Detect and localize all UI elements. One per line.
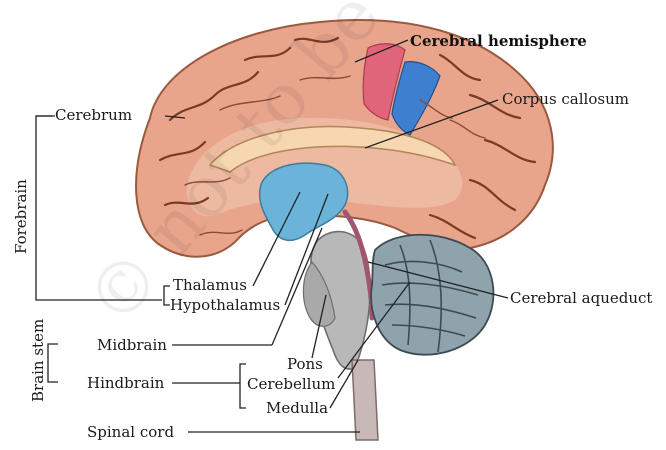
label-hindbrain: Hindbrain xyxy=(87,374,165,392)
hindbrain-brace xyxy=(239,363,246,409)
label-spinal-cord: Spinal cord xyxy=(87,423,174,441)
label-cerebrum: Cerebrum xyxy=(55,106,132,124)
cerebral-aqueduct-line xyxy=(367,261,509,299)
gyri-lines xyxy=(158,36,537,240)
cerebellum-line xyxy=(337,281,411,379)
label-cerebellum: Cerebellum xyxy=(247,375,335,393)
label-midbrain: Midbrain xyxy=(97,336,167,354)
brain-stem-bracket xyxy=(47,343,58,383)
ventricle-shape xyxy=(258,162,349,242)
corpus-callosum-line xyxy=(364,99,499,149)
cerebrum-line xyxy=(164,115,186,119)
label-forebrain: Forebrain xyxy=(12,179,30,254)
spinal-cord-shape xyxy=(351,359,379,441)
label-hypothalamus: Hypothalamus xyxy=(170,296,280,314)
label-corpus-callosum: Corpus callosum xyxy=(502,90,629,108)
thalamus-brace xyxy=(163,285,170,306)
label-pons: Pons xyxy=(287,355,323,373)
label-cerebral-hemisphere: Cerebral hemisphere xyxy=(410,32,587,50)
label-thalamus: Thalamus xyxy=(173,276,247,294)
hypothalamus-line xyxy=(284,193,329,306)
label-brain-stem: Brain stem xyxy=(29,319,47,402)
pons-bulge xyxy=(302,261,336,327)
thalamus-line xyxy=(252,191,301,287)
label-medulla: Medulla xyxy=(266,399,328,417)
hemisphere-highlight-blue xyxy=(391,61,441,136)
cerebral-hemisphere-line xyxy=(354,39,409,63)
label-cerebral-aqueduct: Cerebral aqueduct xyxy=(510,289,652,307)
medulla-line xyxy=(329,359,359,409)
pons-line xyxy=(311,294,327,359)
midbrain-pointer xyxy=(271,227,323,346)
